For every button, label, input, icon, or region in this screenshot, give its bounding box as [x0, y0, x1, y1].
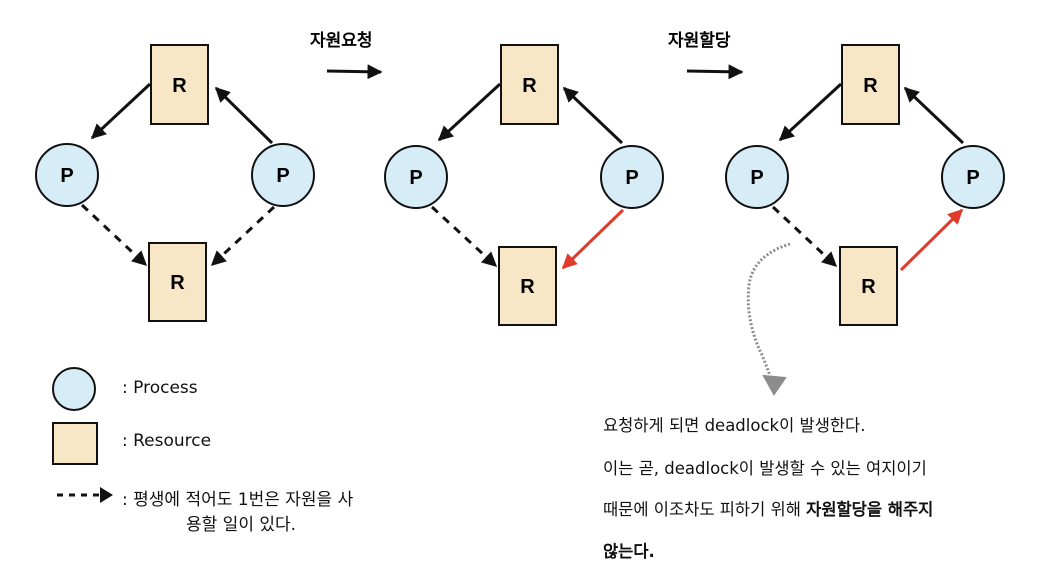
resource-label: R [522, 75, 537, 97]
legend-claim-text-line1: : 평생에 적어도 1번은 자원을 사 [122, 490, 354, 510]
step-arrow [326, 64, 383, 80]
claim-edge [771, 205, 838, 268]
process-node: P [725, 145, 789, 209]
step-request-label: 자원요청 [310, 30, 373, 51]
resource-label: R [170, 272, 185, 294]
note-line-1: 요청하게 되면 deadlock이 발생한다. [603, 416, 866, 435]
resource-node: R [841, 44, 900, 125]
process-label: P [60, 165, 73, 187]
process-node: P [941, 145, 1005, 209]
claim-edge [80, 203, 148, 267]
request-edge [562, 86, 624, 145]
step-arrow [686, 64, 744, 80]
legend-claim-arrowhead [100, 487, 113, 503]
assignment-edge [90, 82, 152, 140]
step-allocate-label: 자원할당 [668, 31, 731, 51]
process-label: P [276, 165, 289, 187]
request-edge [214, 86, 274, 145]
resource-node: R [498, 246, 557, 326]
note-line-4-bold: 않는다. [603, 542, 655, 561]
note-line-2: 이는 곧, deadlock이 발생할 수 있는 여지이기 [603, 459, 927, 478]
process-node: P [251, 143, 315, 207]
claim-edge [430, 205, 498, 268]
process-label: P [966, 167, 979, 189]
assignment-edge [437, 82, 502, 142]
legend-resource-swatch [52, 422, 98, 465]
graph-initial: R P P R [35, 44, 315, 322]
process-label: P [409, 167, 422, 189]
claim-edge [210, 205, 276, 267]
request-edge [903, 86, 965, 145]
note-line-3-plain: 때문에 이조차도 피하기 위해 [603, 500, 807, 519]
process-node: P [35, 143, 99, 207]
resource-label: R [863, 75, 878, 97]
resource-node: R [148, 242, 207, 322]
resource-label: R [172, 75, 187, 97]
step-request: 자원요청 [310, 30, 383, 80]
assignment-edge [778, 82, 843, 142]
request-edge-red [561, 208, 625, 270]
graph-after-request: R P P R [384, 44, 664, 326]
gray-pointer-arrow [746, 242, 791, 385]
graph-after-allocation: R P P R [725, 44, 1005, 396]
note-line-4: 않는다. [603, 538, 1023, 562]
resource-label: R [520, 276, 535, 298]
note-line-3: 때문에 이조차도 피하기 위해 자원할당을 해주지 [603, 496, 1023, 520]
process-label: P [625, 167, 638, 189]
resource-node: R [500, 44, 559, 125]
process-label: P [750, 167, 763, 189]
process-node: P [600, 145, 664, 209]
step-allocate: 자원할당 [668, 31, 744, 80]
process-node: P [384, 145, 448, 209]
resource-node: R [839, 246, 898, 326]
resource-node: R [150, 44, 209, 125]
gray-pointer-arrowhead [762, 374, 787, 396]
assignment-edge-red [899, 208, 964, 272]
legend-process-swatch [52, 367, 96, 411]
note-line-3-bold: 자원할당을 해주지 [806, 500, 934, 519]
resource-label: R [861, 276, 876, 298]
legend-resource-text: : Resource [122, 431, 212, 451]
legend-shapes [52, 367, 113, 503]
legend-claim-text-line2: 용할 일이 있다. [186, 515, 297, 535]
legend-process-text: : Process [122, 378, 198, 398]
